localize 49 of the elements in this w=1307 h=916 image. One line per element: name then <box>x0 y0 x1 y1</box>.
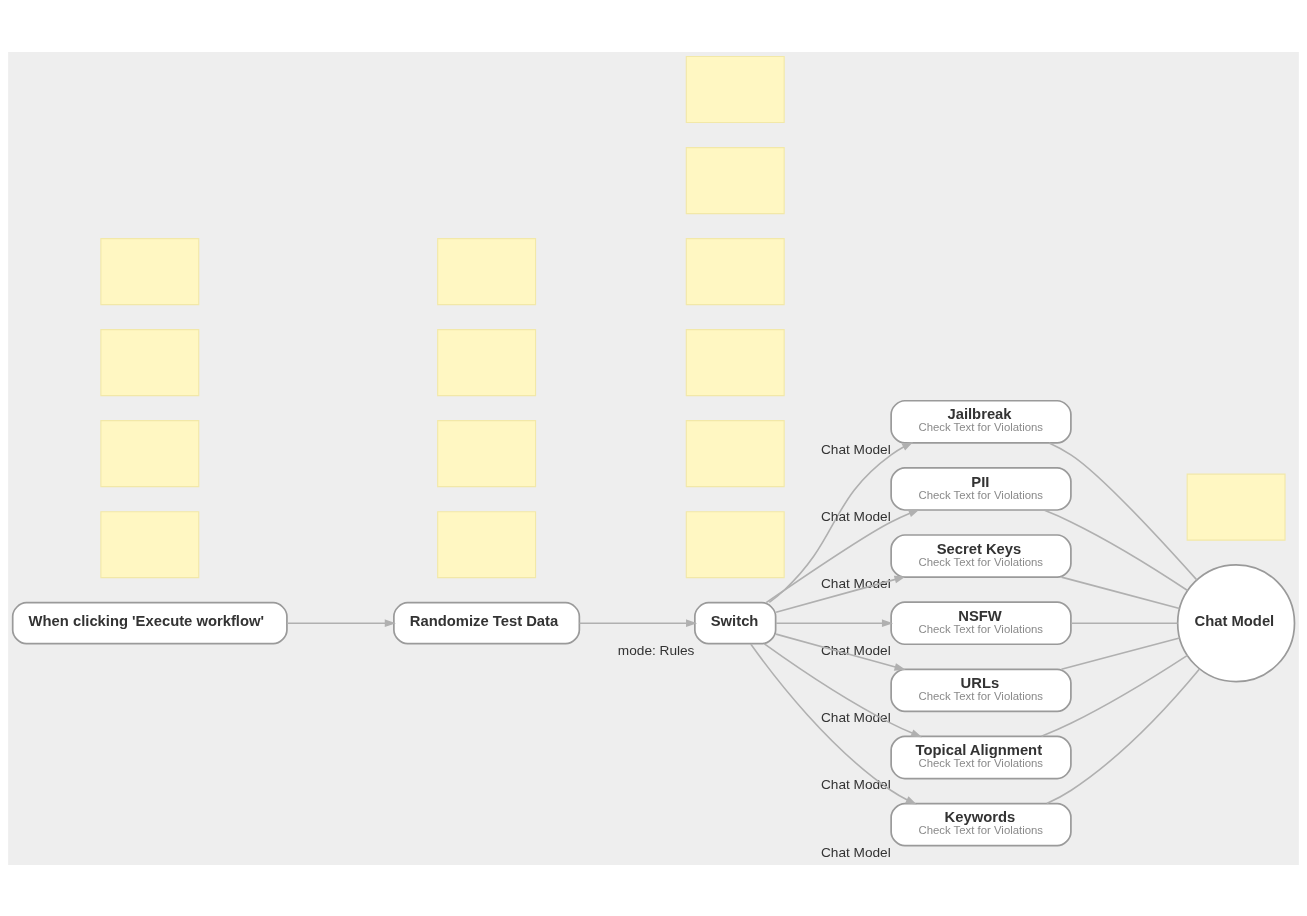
node-box: Jailbreak Check Text for Violations <box>890 399 1072 444</box>
arrow <box>578 618 698 627</box>
arrow <box>286 618 396 627</box>
node-box: Secret Keys Check Text for Violations <box>890 533 1072 578</box>
node-box: URLs Check Text for Violations <box>890 667 1072 712</box>
arrow <box>763 642 923 737</box>
node-label: Chat Model <box>820 776 891 792</box>
node-box <box>685 237 785 305</box>
node-box <box>437 419 537 487</box>
node-box: Randomize Test Data <box>393 601 581 645</box>
node-box <box>437 328 537 396</box>
connector <box>1070 621 1179 624</box>
node-box <box>685 328 785 396</box>
arrow <box>768 441 914 603</box>
connector <box>1060 575 1181 609</box>
arrow <box>775 632 906 671</box>
node-box: Switch <box>694 601 777 645</box>
connector <box>1043 508 1189 591</box>
connector <box>1040 654 1189 737</box>
node-label: Chat Model <box>820 575 891 591</box>
node-box <box>685 419 785 487</box>
arrow <box>749 642 917 805</box>
node-box <box>437 510 537 578</box>
node-box: PII Check Text for Violations <box>890 466 1072 511</box>
node-box <box>685 55 785 123</box>
connector <box>1046 667 1201 804</box>
node-box <box>437 237 537 305</box>
arrow <box>775 618 894 627</box>
node-box <box>100 510 200 578</box>
connector <box>1060 636 1181 670</box>
node-box <box>100 419 200 487</box>
node-box <box>685 510 785 578</box>
node-label: Chat Model <box>820 844 891 860</box>
node-box: Keywords Check Text for Violations <box>890 802 1072 846</box>
node-label: Chat Model <box>820 709 891 725</box>
node-box: Topical Alignment Check Text for Violations <box>890 735 1072 779</box>
node-label: mode: Rules <box>617 642 695 658</box>
node-box <box>100 328 200 396</box>
node-circle: Chat Model <box>1176 563 1296 682</box>
connector <box>1048 441 1198 581</box>
node-box: When clicking 'Execute workflow' <box>11 601 288 645</box>
node-label: Chat Model <box>820 508 891 524</box>
arrow <box>775 575 906 613</box>
arrow <box>765 508 920 603</box>
node-box: NSFW Check Text for Violations <box>890 600 1072 645</box>
node-box <box>685 146 785 214</box>
node-box <box>100 237 200 305</box>
node-box <box>1186 473 1286 541</box>
node-label: Chat Model <box>820 441 891 457</box>
